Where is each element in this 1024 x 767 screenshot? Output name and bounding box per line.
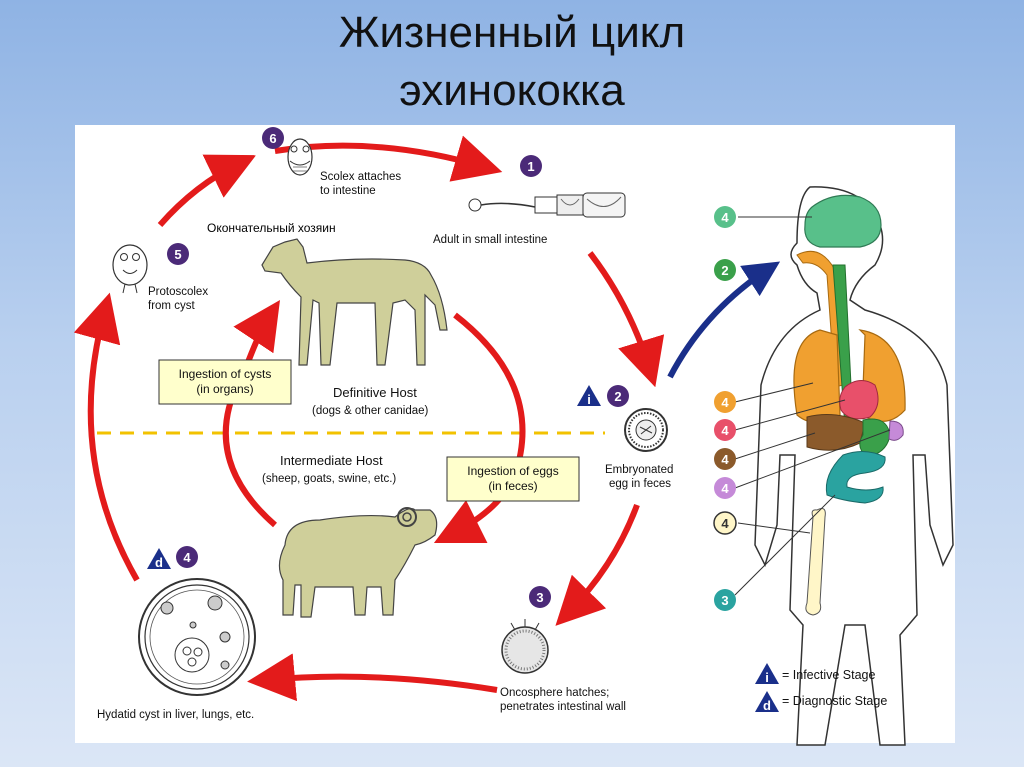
- stage-4-badge: [176, 546, 198, 568]
- ingestion-cysts-label-1: Ingestion of cysts: [179, 367, 272, 381]
- oncosphere-label-2: penetrates intestinal wall: [500, 701, 626, 713]
- embryonated-label-1: Embryonated: [605, 464, 673, 476]
- stomach-organ: [859, 418, 891, 458]
- arrow-ingestion-cysts: [222, 300, 280, 528]
- oncosphere-illustration: [501, 619, 549, 674]
- definitive-host-label: Definitive Host: [333, 385, 417, 400]
- stage-1-badge: [520, 155, 542, 177]
- ingestion-eggs-label-1: Ingestion of eggs: [467, 464, 558, 478]
- definitive-host-sublabel: (dogs & other canidae): [312, 405, 429, 417]
- femur-bone: [805, 508, 826, 616]
- stage-4-number: 4: [183, 550, 191, 565]
- stage-2-badge: [607, 385, 629, 407]
- arrow-3-to-hydatid: [247, 653, 498, 702]
- marker-line-liver: [734, 432, 816, 460]
- liver-organ: [806, 414, 866, 451]
- legend-infective-mark: i: [765, 670, 769, 685]
- marker-line-intestine: [734, 494, 836, 596]
- definitive-host-ru-label: Окончательный хозяин: [207, 221, 336, 235]
- protoscolex-label-1: Protoscolex: [148, 286, 208, 298]
- marker-line-lung: [734, 382, 814, 403]
- body-marker-lung: [714, 391, 736, 413]
- stage-5-badge: [167, 243, 189, 265]
- ingestion-eggs-box: [446, 456, 580, 502]
- intermediate-host-sublabel: (sheep, goats, swine, etc.): [262, 473, 396, 485]
- title-line-2: эхинококка: [399, 66, 625, 115]
- arrow-2-to-3: [555, 503, 640, 626]
- body-marker-bone: [713, 511, 737, 535]
- protoscolex-illustration: [112, 244, 148, 294]
- scolex-illustration: [287, 138, 313, 176]
- body-marker-spleen-number: 4: [721, 481, 729, 496]
- scolex-label-2: to intestine: [320, 185, 376, 197]
- diagnostic-mark-cyst: d: [155, 555, 163, 570]
- stage-6-badge: [262, 127, 284, 149]
- protoscolex-label-2: from cyst: [148, 300, 195, 312]
- stage-1-number: 1: [527, 159, 534, 174]
- stage-3-number: 3: [536, 590, 543, 605]
- slide-title: Жизненный цикл эхинококка: [0, 4, 1024, 120]
- arrow-to-human: [667, 261, 781, 379]
- arrow-ingestion-eggs: [433, 312, 526, 544]
- stage-6-number: 6: [269, 131, 276, 146]
- body-marker-liver: [714, 448, 736, 470]
- body-marker-liver-number: 4: [721, 452, 729, 467]
- stage-2-number: 2: [614, 389, 621, 404]
- spleen-organ: [888, 420, 904, 441]
- ingestion-eggs-label-2: (in feces): [488, 479, 537, 493]
- ingestion-cysts-box: [158, 359, 292, 405]
- hydatid-label: Hydatid cyst in liver, lungs, etc.: [97, 709, 254, 721]
- body-marker-intestine: [714, 589, 736, 611]
- arrow-1-to-2: [587, 251, 665, 388]
- body-marker-heart-number: 4: [721, 423, 729, 438]
- stage-3-badge: [529, 586, 551, 608]
- human-body-illustration: [754, 186, 954, 746]
- body-marker-lung-number: 4: [721, 395, 729, 410]
- body-marker-bone-number: 4: [721, 516, 729, 531]
- infective-mark-egg: i: [587, 392, 591, 407]
- legend-infective-icon: [755, 663, 779, 684]
- dog-illustration: [261, 238, 448, 366]
- body-marker-heart: [714, 419, 736, 441]
- marker-line-heart: [734, 399, 846, 431]
- arrow-hydatid-to-5: [73, 292, 140, 582]
- diagnostic-triangle-cyst: [147, 548, 171, 569]
- oncosphere-label-1: Oncosphere hatches;: [500, 687, 609, 699]
- embryonated-label-2: egg in feces: [609, 478, 671, 490]
- body-marker-entry: [714, 259, 736, 281]
- diagram-panel: 6 Scolex attaches to intestine 1 Adult i…: [73, 125, 955, 746]
- body-marker-intestine-number: 3: [721, 593, 728, 608]
- adult-label: Adult in small intestine: [433, 234, 547, 246]
- marker-line-spleen: [734, 429, 891, 489]
- intestine-organ: [825, 451, 886, 504]
- life-cycle-diagram: 6 Scolex attaches to intestine 1 Adult i…: [73, 127, 954, 746]
- stage-5-number: 5: [174, 247, 181, 262]
- legend-infective-label: = Infective Stage: [782, 668, 876, 682]
- title-line-1: Жизненный цикл: [338, 8, 686, 57]
- legend-diagnostic-label: = Diagnostic Stage: [782, 694, 887, 708]
- hydatid-cyst-illustration: [138, 578, 256, 696]
- body-marker-brain-number: 4: [721, 210, 729, 225]
- heart-organ: [839, 380, 879, 420]
- body-marker-brain: [714, 206, 736, 228]
- brain-organ: [804, 194, 882, 248]
- intermediate-host-label: Intermediate Host: [280, 453, 383, 468]
- body-marker-entry-number: 2: [721, 263, 728, 278]
- legend-diagnostic-icon: [755, 691, 779, 712]
- legend-diagnostic-mark: d: [763, 698, 771, 713]
- egg-illustration: [624, 408, 668, 452]
- adult-worm-illustration: [468, 192, 626, 218]
- scolex-label-1: Scolex attaches: [320, 171, 401, 183]
- infective-triangle-egg: [577, 385, 601, 406]
- sheep-illustration: [278, 507, 438, 618]
- arrow-5-to-6: [157, 154, 257, 227]
- ingestion-cysts-label-2: (in organs): [196, 382, 253, 396]
- body-marker-spleen: [714, 477, 736, 499]
